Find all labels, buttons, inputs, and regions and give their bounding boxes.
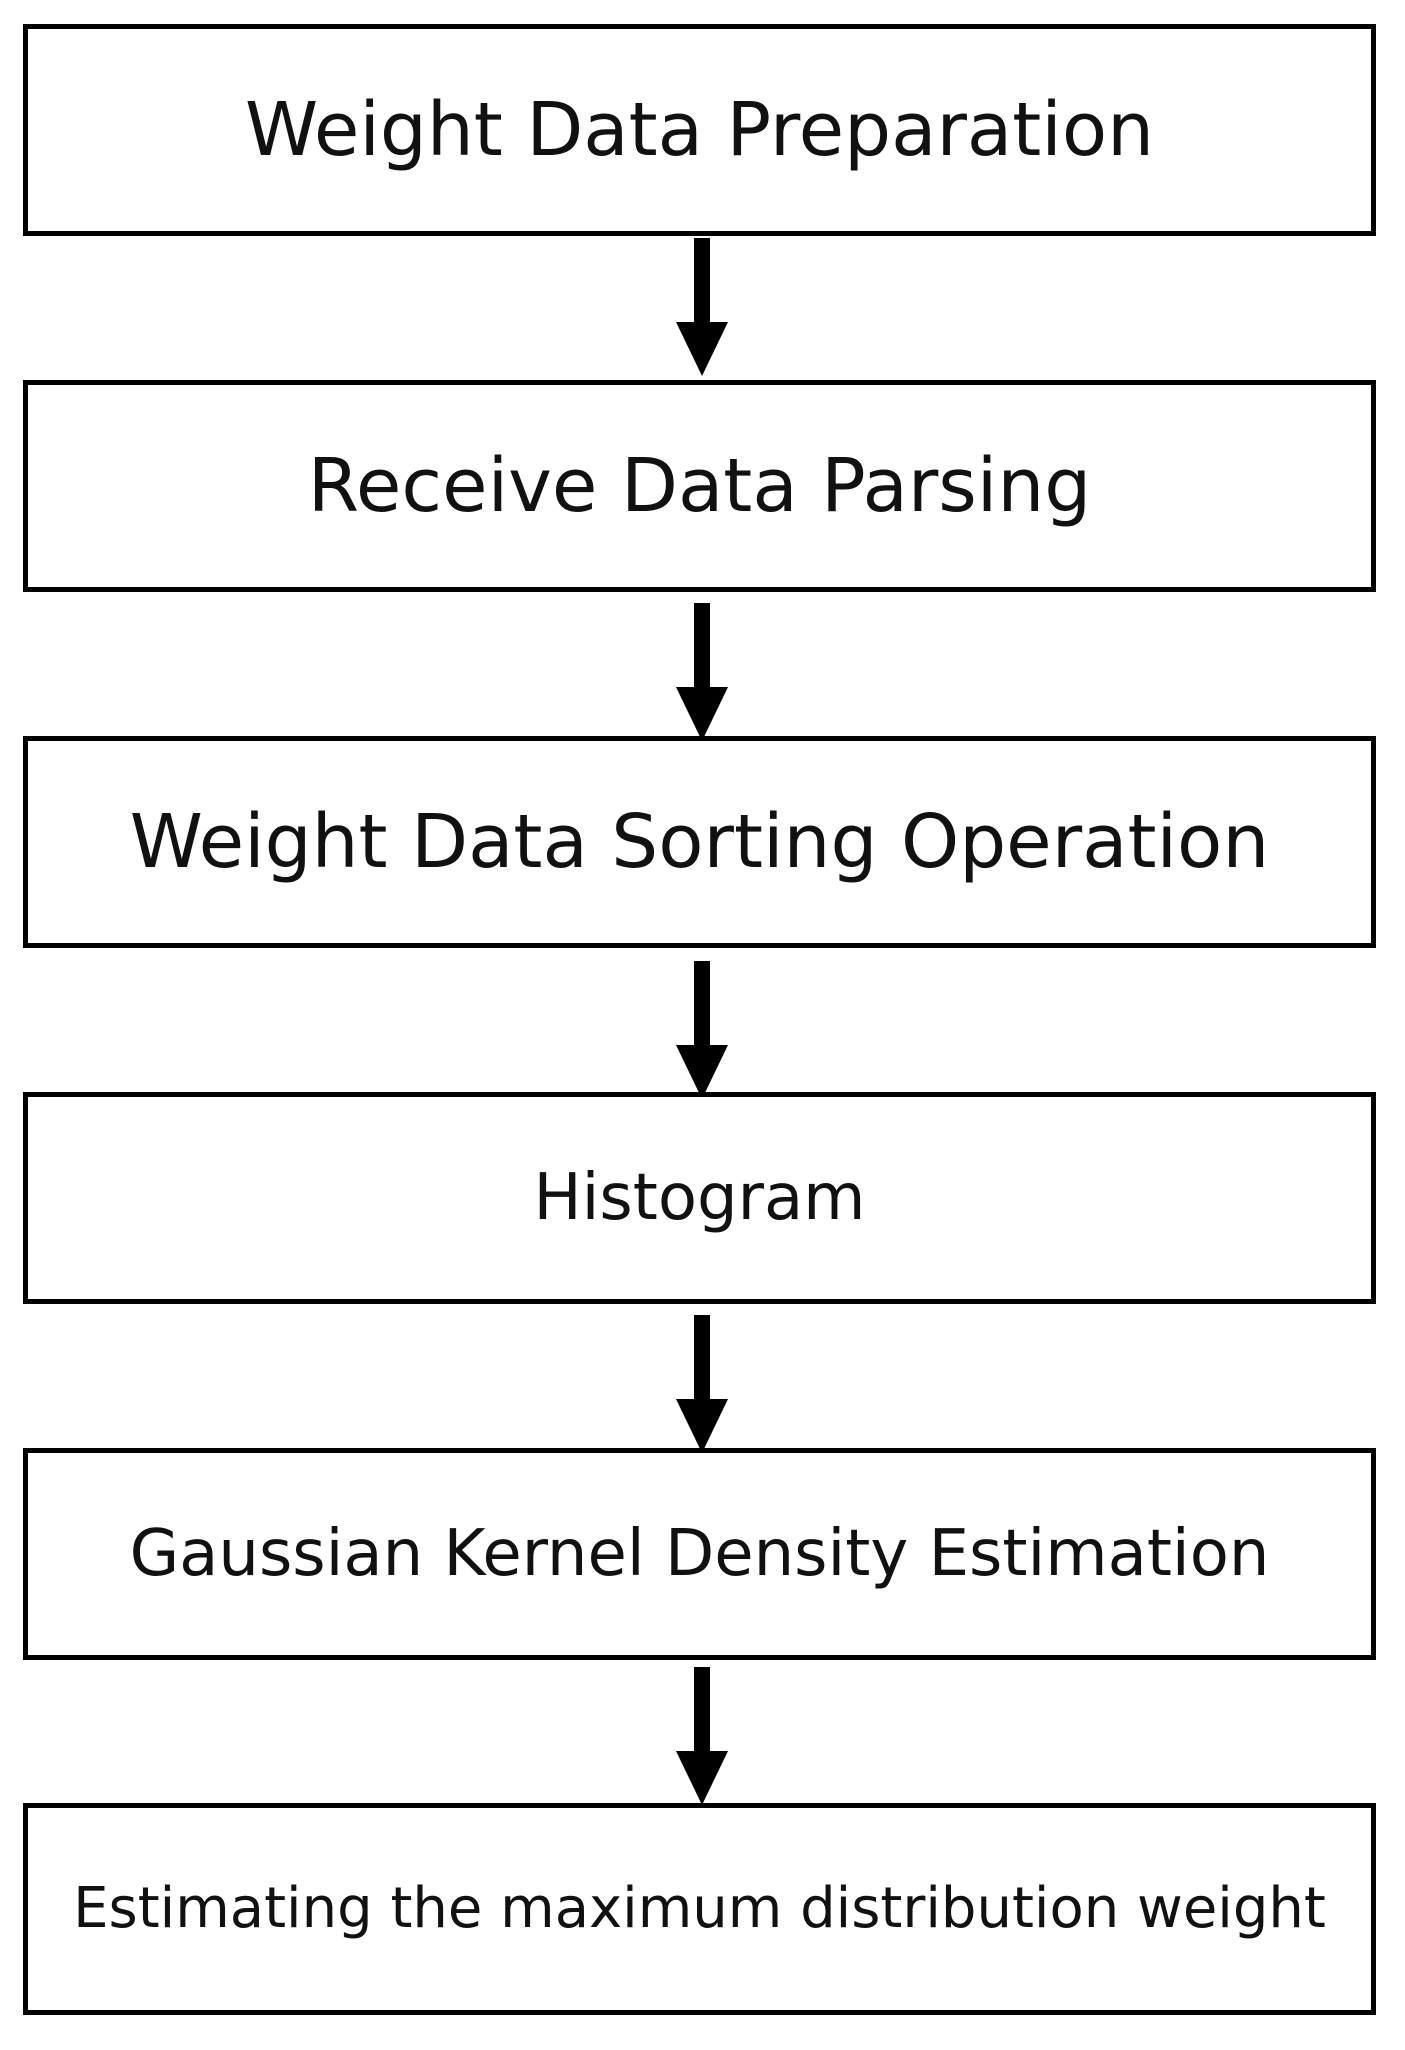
down-arrow-icon bbox=[676, 1667, 728, 1805]
step-box-receive-data-parsing: Receive Data Parsing bbox=[23, 380, 1376, 592]
down-arrow-icon bbox=[676, 238, 728, 376]
step-label: Estimating the maximum distribution weig… bbox=[73, 1876, 1326, 1941]
step-box-estimating-max-weight: Estimating the maximum distribution weig… bbox=[23, 1803, 1376, 2015]
step-label: Histogram bbox=[533, 1161, 866, 1235]
step-box-weight-data-sorting: Weight Data Sorting Operation bbox=[23, 736, 1376, 948]
down-arrow-icon bbox=[676, 1315, 728, 1453]
step-label: Weight Data Preparation bbox=[244, 87, 1155, 173]
step-label: Weight Data Sorting Operation bbox=[129, 799, 1270, 885]
step-label: Receive Data Parsing bbox=[307, 443, 1092, 529]
step-box-weight-data-preparation: Weight Data Preparation bbox=[23, 24, 1376, 236]
down-arrow-icon bbox=[676, 961, 728, 1099]
step-box-histogram: Histogram bbox=[23, 1092, 1376, 1304]
step-box-gaussian-kde: Gaussian Kernel Density Estimation bbox=[23, 1448, 1376, 1660]
down-arrow-icon bbox=[676, 603, 728, 741]
step-label: Gaussian Kernel Density Estimation bbox=[129, 1517, 1270, 1591]
